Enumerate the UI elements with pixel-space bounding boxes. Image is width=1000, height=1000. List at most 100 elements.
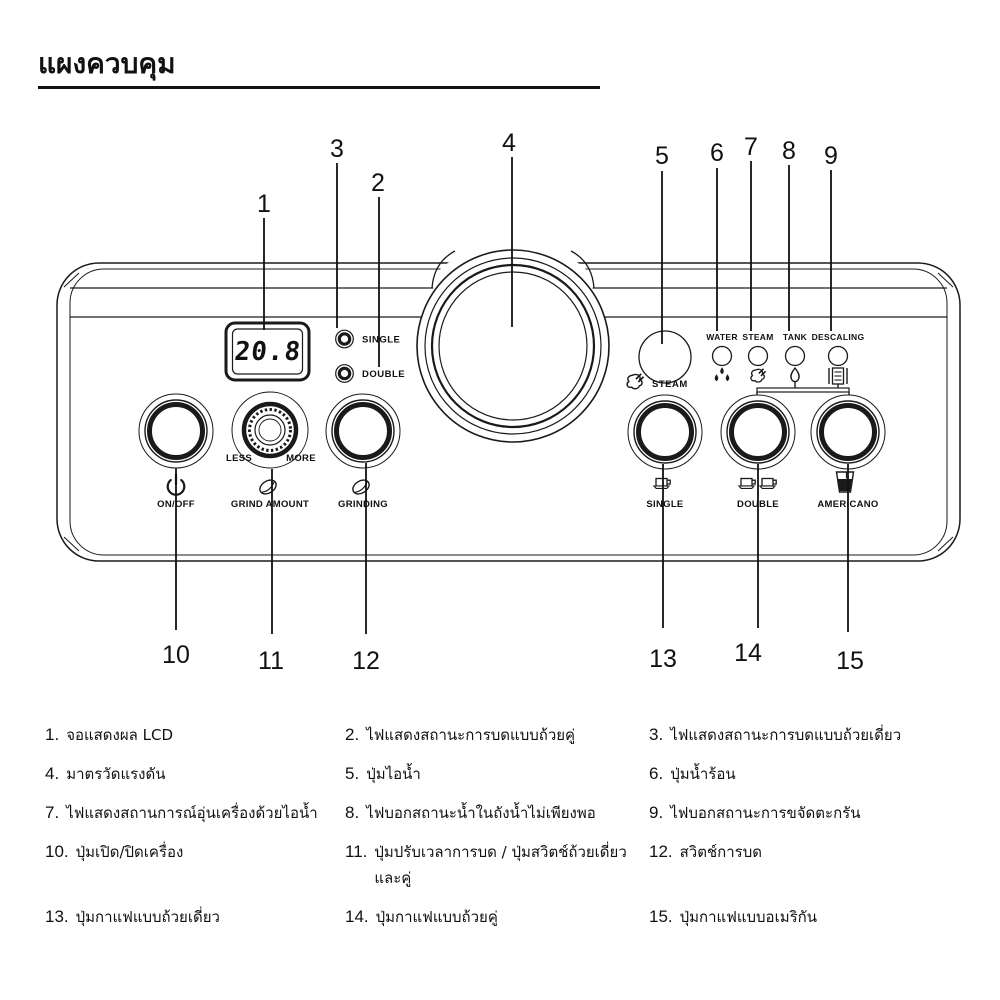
legend-label: ไฟแสดงสถานะการบดแบบถ้วยเดี่ยว — [670, 726, 902, 744]
steam-light-label: STEAM — [742, 332, 773, 342]
steam-icon — [750, 368, 767, 383]
legend-item-9: 9. ไฟบอกสถานะการขจัดตะกรัน — [649, 800, 957, 826]
callout-number-15: 15 — [836, 647, 864, 675]
legend-number: 14. — [345, 907, 369, 926]
single-button: SINGLE — [628, 395, 702, 510]
legend-label: ไฟแสดงสถานะการบดแบบถ้วยคู่ — [366, 726, 576, 744]
legend-number: 3. — [649, 725, 664, 744]
page-title: แผงควบคุม — [38, 48, 600, 89]
water-light-label: WATER — [706, 332, 738, 342]
legend-number: 13. — [45, 907, 69, 926]
legend-number: 1. — [45, 725, 60, 744]
callout-number-5: 5 — [655, 142, 669, 170]
legend-label: ไฟบอกสถานะน้ำในถังน้ำไม่เพียงพอ — [366, 804, 596, 822]
callout-number-1: 1 — [257, 190, 271, 218]
callout-number-10: 10 — [162, 641, 190, 669]
grinding-label: GRINDING — [338, 499, 388, 510]
callout-lines — [175, 157, 849, 634]
legend-number: 9. — [649, 803, 664, 822]
callout-number-6: 6 — [710, 139, 724, 167]
water-drops-icon — [714, 367, 730, 382]
water-light: WATER — [706, 332, 738, 382]
gauge-shoulder-right — [570, 250, 595, 289]
descaling-light: DESCALING — [812, 332, 865, 385]
double-indicator-light: DOUBLE — [335, 364, 405, 383]
legend-item-5: 5. ปุ่มไอน้ำ — [345, 761, 649, 787]
legend-item-2: 2. ไฟแสดงสถานะการบดแบบถ้วยคู่ — [345, 722, 649, 748]
legend-number: 8. — [345, 803, 360, 822]
legend-item-1: 1. จอแสดงผล LCD — [45, 722, 345, 748]
bevel-bottom-left — [63, 536, 80, 552]
less-label: LESS — [226, 453, 252, 464]
grind-amount-label: GRIND AMOUNT — [231, 499, 309, 510]
legend-number: 10. — [45, 842, 69, 861]
legend-number: 6. — [649, 764, 664, 783]
legend-item-15: 15. ปุ่มกาแฟแบบอเมริกัน — [649, 904, 957, 930]
legend-number: 2. — [345, 725, 360, 744]
tank-light-label: TANK — [783, 332, 808, 342]
legend-number: 15. — [649, 907, 673, 926]
legend-label: ปุ่มน้ำร้อน — [670, 765, 736, 783]
callout-number-12: 12 — [352, 647, 380, 675]
legend-label: ปุ่มกาแฟแบบถ้วยคู่ — [375, 908, 498, 926]
callout-number-8: 8 — [782, 137, 796, 165]
legend: 1. จอแสดงผล LCD 2. ไฟแสดงสถานะการบดแบบถ้วย… — [45, 722, 957, 930]
legend-item-7: 7. ไฟแสดงสถานการณ์อุ่นเครื่องด้วยไอน้ำ — [45, 800, 345, 826]
bevel-top-left — [63, 272, 80, 288]
callout-number-14: 14 — [734, 639, 762, 667]
legend-item-3: 3. ไฟแสดงสถานะการบดแบบถ้วยเดี่ยว — [649, 722, 957, 748]
single-button-label: SINGLE — [646, 499, 683, 510]
legend-label: ปุ่มกาแฟแบบอเมริกัน — [679, 908, 817, 926]
callout-numbers: 1 2 3 4 5 6 7 8 9 10 11 12 13 14 15 — [162, 129, 864, 675]
water-drop-icon — [790, 367, 800, 383]
single-light-label: SINGLE — [362, 335, 400, 346]
legend-label: ไฟแสดงสถานการณ์อุ่นเครื่องด้วยไอน้ำ — [66, 804, 318, 822]
callout-number-11: 11 — [258, 647, 284, 675]
legend-item-12: 12. สวิตช์การบด — [649, 839, 957, 865]
single-indicator-light: SINGLE — [335, 329, 400, 349]
lcd-display: 20.8 — [224, 321, 311, 382]
legend-number: 7. — [45, 803, 60, 822]
legend-label: มาตรวัดแรงดัน — [66, 765, 166, 783]
steam-button-label: STEAM — [652, 379, 688, 390]
legend-number: 4. — [45, 764, 60, 783]
legend-item-10: 10. ปุ่มเปิด/ปิดเครื่อง — [45, 839, 345, 865]
legend-item-8: 8. ไฟบอกสถานะน้ำในถังน้ำไม่เพียงพอ — [345, 800, 649, 826]
callout-number-2: 2 — [371, 169, 385, 197]
descaling-light-label: DESCALING — [812, 332, 865, 342]
bevel-top-right — [937, 272, 954, 288]
steam-icon — [626, 373, 645, 390]
legend-label: ปุ่มไอน้ำ — [366, 765, 421, 783]
tank-light: TANK — [783, 332, 808, 383]
bevel-bottom-right — [937, 536, 954, 552]
callout-number-9: 9 — [824, 142, 838, 170]
coffee-bean-icon — [349, 476, 373, 498]
callout-number-3: 3 — [330, 135, 344, 163]
control-panel-diagram: 20.8 SINGLE DOUBLE ON/OFF LESS MORE GRIN… — [56, 129, 961, 675]
callout-number-13: 13 — [649, 645, 677, 673]
callout-number-4: 4 — [502, 129, 516, 157]
legend-label: ปุ่มปรับเวลาการบด / ปุ่มสวิตช์ถ้วยเดี่ยว… — [374, 843, 627, 887]
more-label: MORE — [286, 453, 316, 464]
legend-label: ปุ่มเปิด/ปิดเครื่อง — [75, 843, 184, 861]
legend-item-4: 4. มาตรวัดแรงดัน — [45, 761, 345, 787]
legend-label: จอแสดงผล LCD — [66, 726, 174, 744]
grinding-button: GRINDING — [326, 394, 400, 510]
steam-light: STEAM — [742, 332, 773, 383]
pressure-gauge — [416, 247, 610, 443]
double-light-label: DOUBLE — [362, 369, 405, 380]
legend-label: ไฟบอกสถานะการขจัดตะกรัน — [670, 804, 861, 822]
gauge-shoulder-left — [431, 250, 456, 289]
callout-number-7: 7 — [744, 133, 758, 161]
legend-label: สวิตช์การบด — [679, 843, 762, 861]
status-lights: WATER STEAM TANK DESCALING — [706, 332, 865, 385]
descaling-icon — [828, 367, 848, 385]
legend-number: 12. — [649, 842, 673, 861]
legend-item-13: 13.ปุ่มกาแฟแบบถ้วยเดี่ยว — [45, 904, 345, 930]
legend-number: 5. — [345, 764, 360, 783]
legend-number: 11. — [345, 842, 368, 861]
lcd-value: 20.8 — [233, 337, 303, 367]
legend-item-14: 14. ปุ่มกาแฟแบบถ้วยคู่ — [345, 904, 649, 930]
legend-item-6: 6. ปุ่มน้ำร้อน — [649, 761, 957, 787]
double-cup-icon — [759, 477, 777, 490]
